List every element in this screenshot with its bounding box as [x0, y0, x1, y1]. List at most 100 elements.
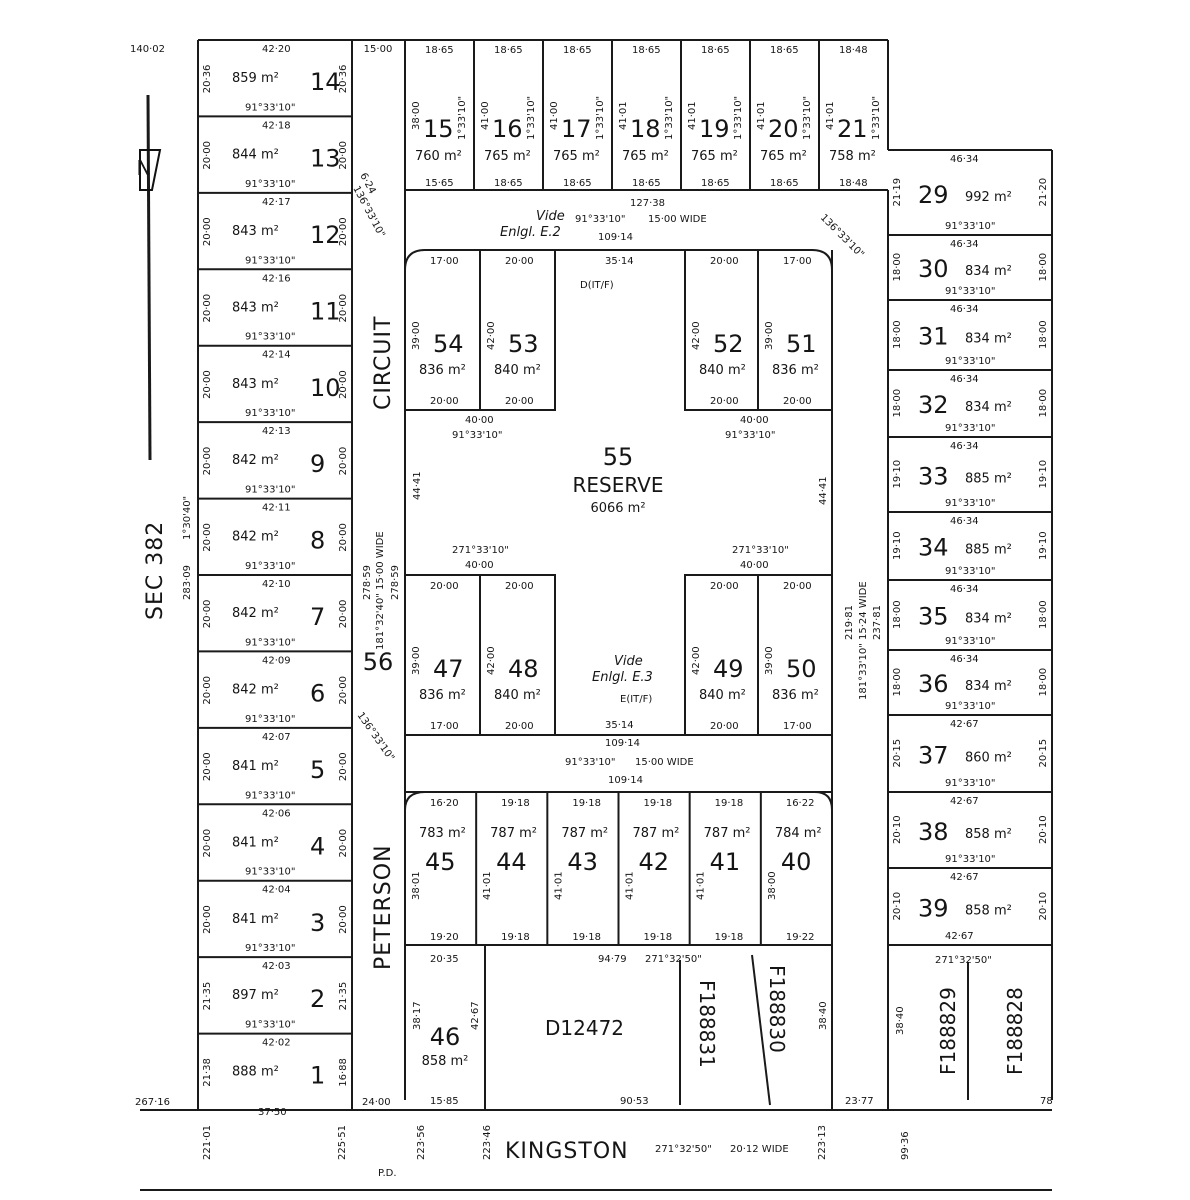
lot-20-bottom-dim: 18·65: [770, 178, 799, 189]
lot-29-top-dim: 46·34: [950, 154, 979, 165]
lot-21-bottom-dim: 18·48: [839, 178, 868, 189]
top-road-dim-1: 127·38: [630, 198, 665, 209]
lot-6-top-dim: 42·09: [262, 655, 291, 666]
lot-19-area: 765 m²: [691, 149, 738, 164]
lot-52-number: 52: [713, 330, 744, 358]
lot-32-bearing: 91°33'10": [945, 423, 996, 434]
lot-50-area: 836 m²: [772, 688, 819, 703]
lot-32-side2-dim: 18·00: [1038, 389, 1049, 418]
lot-5-number: 5: [310, 756, 325, 784]
lot-16-area: 765 m²: [484, 149, 531, 164]
lot-1-bottom-dim: 37·50: [258, 1107, 287, 1118]
lot-41-number: 41: [710, 848, 741, 876]
reserve-side-l: 44·41: [412, 471, 423, 500]
lot-47-top-dim: 20·00: [430, 581, 459, 592]
lot-19-side-dim: 41·01: [687, 101, 698, 130]
f-bearing: 271°32'50": [935, 955, 992, 966]
lot-45-top-dim: 16·20: [430, 798, 459, 809]
lot-51-bottom-dim: 20·00: [783, 396, 812, 407]
bottom-road-width: 15·00 WIDE: [635, 757, 694, 768]
kingston-label: KINGSTON: [505, 1139, 629, 1164]
lot-20-number: 20: [768, 115, 799, 143]
lot-31-number: 31: [918, 323, 949, 351]
lot-21-top-dim: 18·48: [839, 45, 868, 56]
lot-30-number: 30: [918, 255, 949, 283]
lot-49-side-dim: 42·00: [691, 646, 702, 675]
east-road-bearing: 181°33'10": [858, 643, 869, 700]
lot-30-bearing: 91°33'10": [945, 286, 996, 297]
lot-16-side-dim: 41·00: [480, 101, 491, 130]
lot-34-bearing: 91°33'10": [945, 566, 996, 577]
lot-13-bearing: 91°33'10": [245, 179, 296, 190]
lot-2-bearing: 91°33'10": [245, 1020, 296, 1031]
pd-mark: P.D.: [378, 1168, 397, 1179]
lot-53-side-dim: 42·00: [486, 321, 497, 350]
lot-45-number: 45: [425, 848, 456, 876]
lot-11-left-dim: 20·00: [202, 294, 213, 323]
lot-34-number: 34: [918, 533, 949, 561]
lot-19-bottom-dim: 18·65: [701, 178, 730, 189]
lot-32-number: 32: [918, 391, 949, 419]
lot-17-bottom-dim: 18·65: [563, 178, 592, 189]
lot-39-number: 39: [918, 894, 949, 922]
lot-34-side-dim: 19·10: [892, 531, 903, 560]
reserve-brg-bl: 271°33'10": [452, 545, 509, 556]
lot-53-top-dim: 20·00: [505, 256, 534, 267]
bottom-road-dim-1: 109·14: [605, 738, 640, 749]
lot-2-left-dim: 21·35: [202, 982, 213, 1011]
reserve-side-r: 44·41: [818, 476, 829, 505]
lot-14-left-dim: 20·36: [202, 65, 213, 94]
lot-12-area: 843 m²: [232, 224, 279, 239]
lot-29-number: 29: [918, 181, 949, 209]
lot-32-side-dim: 18·00: [892, 389, 903, 418]
lot-16-top-dim: 18·65: [494, 45, 523, 56]
lot-36-number: 36: [918, 670, 949, 698]
reserve-number: 55: [603, 443, 634, 471]
lot-10-area: 843 m²: [232, 377, 279, 392]
lot-7-bearing: 91°33'10": [245, 637, 296, 648]
lot-52-top-dim: 20·00: [710, 256, 739, 267]
top-road-bearing: 91°33'10": [575, 214, 626, 225]
lot-40-side-dim: 38·00: [767, 871, 778, 900]
lot-54-bottom-dim: 20·00: [430, 396, 459, 407]
lot-8-bearing: 91°33'10": [245, 561, 296, 572]
lot-34-area: 885 m²: [965, 542, 1012, 557]
lot-29-side2-dim: 21·20: [1038, 178, 1049, 207]
lot-7-top-dim: 42·10: [262, 579, 291, 590]
reserve-brg-tr: 91°33'10": [725, 430, 776, 441]
lot-9-left-dim: 20·00: [202, 447, 213, 476]
lot-33-side2-dim: 19·10: [1038, 460, 1049, 489]
lot-8-area: 842 m²: [232, 530, 279, 545]
lot-12-top-dim: 42·17: [262, 197, 291, 208]
lot-34-top-dim: 46·34: [950, 516, 979, 527]
lot-49-number: 49: [713, 655, 744, 683]
lot-3-left-dim: 20·00: [202, 905, 213, 934]
lot-10-top-dim: 42·14: [262, 350, 291, 361]
lot-37-side2-dim: 20·15: [1038, 739, 1049, 768]
lot-9-area: 842 m²: [232, 453, 279, 468]
east-road-width: 15·24 WIDE: [858, 581, 869, 640]
lot-54-top-dim: 17·00: [430, 256, 459, 267]
lot-5-area: 841 m²: [232, 759, 279, 774]
lot-35-number: 35: [918, 603, 949, 631]
lot-41-area: 787 m²: [704, 826, 751, 841]
lot-14-right-dim: 20·36: [338, 65, 349, 94]
lot-45-area: 783 m²: [419, 826, 466, 841]
lot-16-bottom-dim: 18·65: [494, 178, 523, 189]
lot-44-number: 44: [496, 848, 527, 876]
lot-45-side-dim: 38·01: [411, 871, 422, 900]
north-arrow-icon: [139, 94, 162, 461]
kingston-width: 20·12 WIDE: [730, 1144, 789, 1155]
top-road-dim: 15·00: [364, 44, 393, 55]
parcel-f188831: F188831: [695, 980, 719, 1068]
lot-51-number: 51: [786, 330, 817, 358]
kingston-dim-4: 223·46: [482, 1125, 493, 1160]
lot-8-left-dim: 20·00: [202, 523, 213, 552]
lot-11-top-dim: 42·16: [262, 273, 291, 284]
lot-6-left-dim: 20·00: [202, 676, 213, 705]
lot-31-top-dim: 46·34: [950, 304, 979, 315]
lot-5-right-dim: 20·00: [338, 752, 349, 781]
lot-38-area: 858 m²: [965, 827, 1012, 842]
lot-8-top-dim: 42·11: [262, 503, 291, 514]
lot-2-top-dim: 42·03: [262, 961, 291, 972]
